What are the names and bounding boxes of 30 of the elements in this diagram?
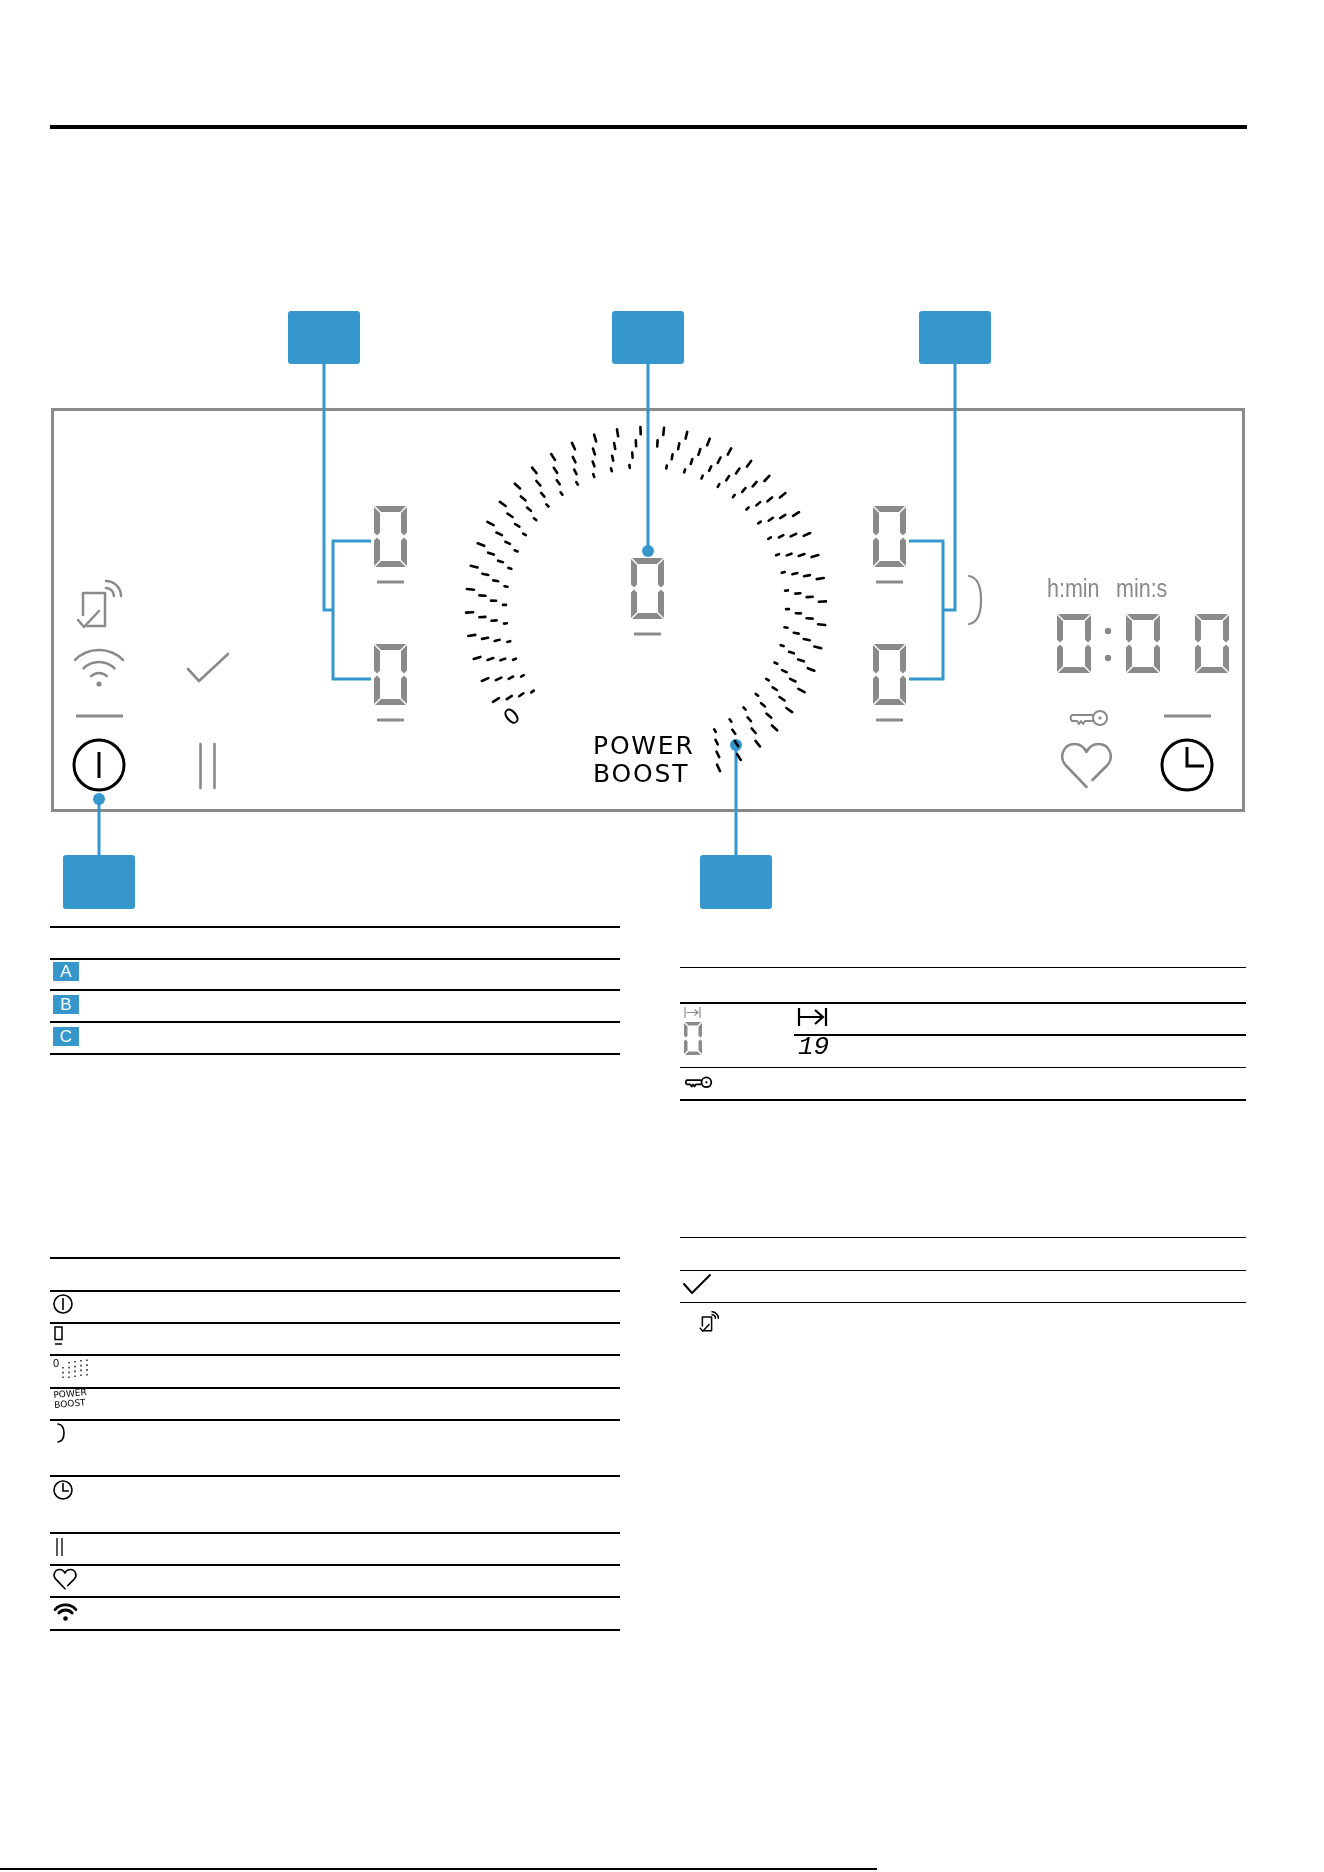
touch-field-label: POWER BOOST: [53, 1387, 88, 1410]
touch-field-label: POWER BOOST: [593, 732, 695, 788]
scale-label: 0: [53, 1358, 60, 1369]
callout-box: [63, 855, 135, 909]
segment-display: [873, 506, 906, 584]
leader-line: [93, 793, 105, 855]
callout-box: [288, 311, 360, 364]
leader-line: [909, 539, 945, 611]
leader-line: [331, 610, 371, 681]
leader-line: [730, 739, 742, 855]
leader-line: [331, 539, 371, 611]
scale-label: 0: [499, 704, 525, 730]
callout-letter: B: [53, 995, 79, 1014]
callout-box: [612, 311, 684, 364]
callout-box: [700, 855, 772, 909]
callout-letter: A: [53, 962, 79, 981]
unit-label: h:min: [1047, 576, 1100, 601]
segment-display: [873, 644, 906, 722]
segment-display: [631, 558, 664, 636]
power-icon: [72, 738, 126, 792]
leader-line: [943, 364, 957, 612]
segment-display: [374, 506, 407, 584]
leader-line: [322, 364, 333, 612]
leader-line: [642, 364, 654, 557]
unit-label: min:s: [1116, 576, 1168, 601]
segment-display: [374, 644, 407, 722]
leader-line: [909, 610, 945, 681]
callout-box: [919, 311, 991, 364]
display-value: 19: [798, 1036, 830, 1058]
callout-letter: C: [53, 1027, 79, 1046]
